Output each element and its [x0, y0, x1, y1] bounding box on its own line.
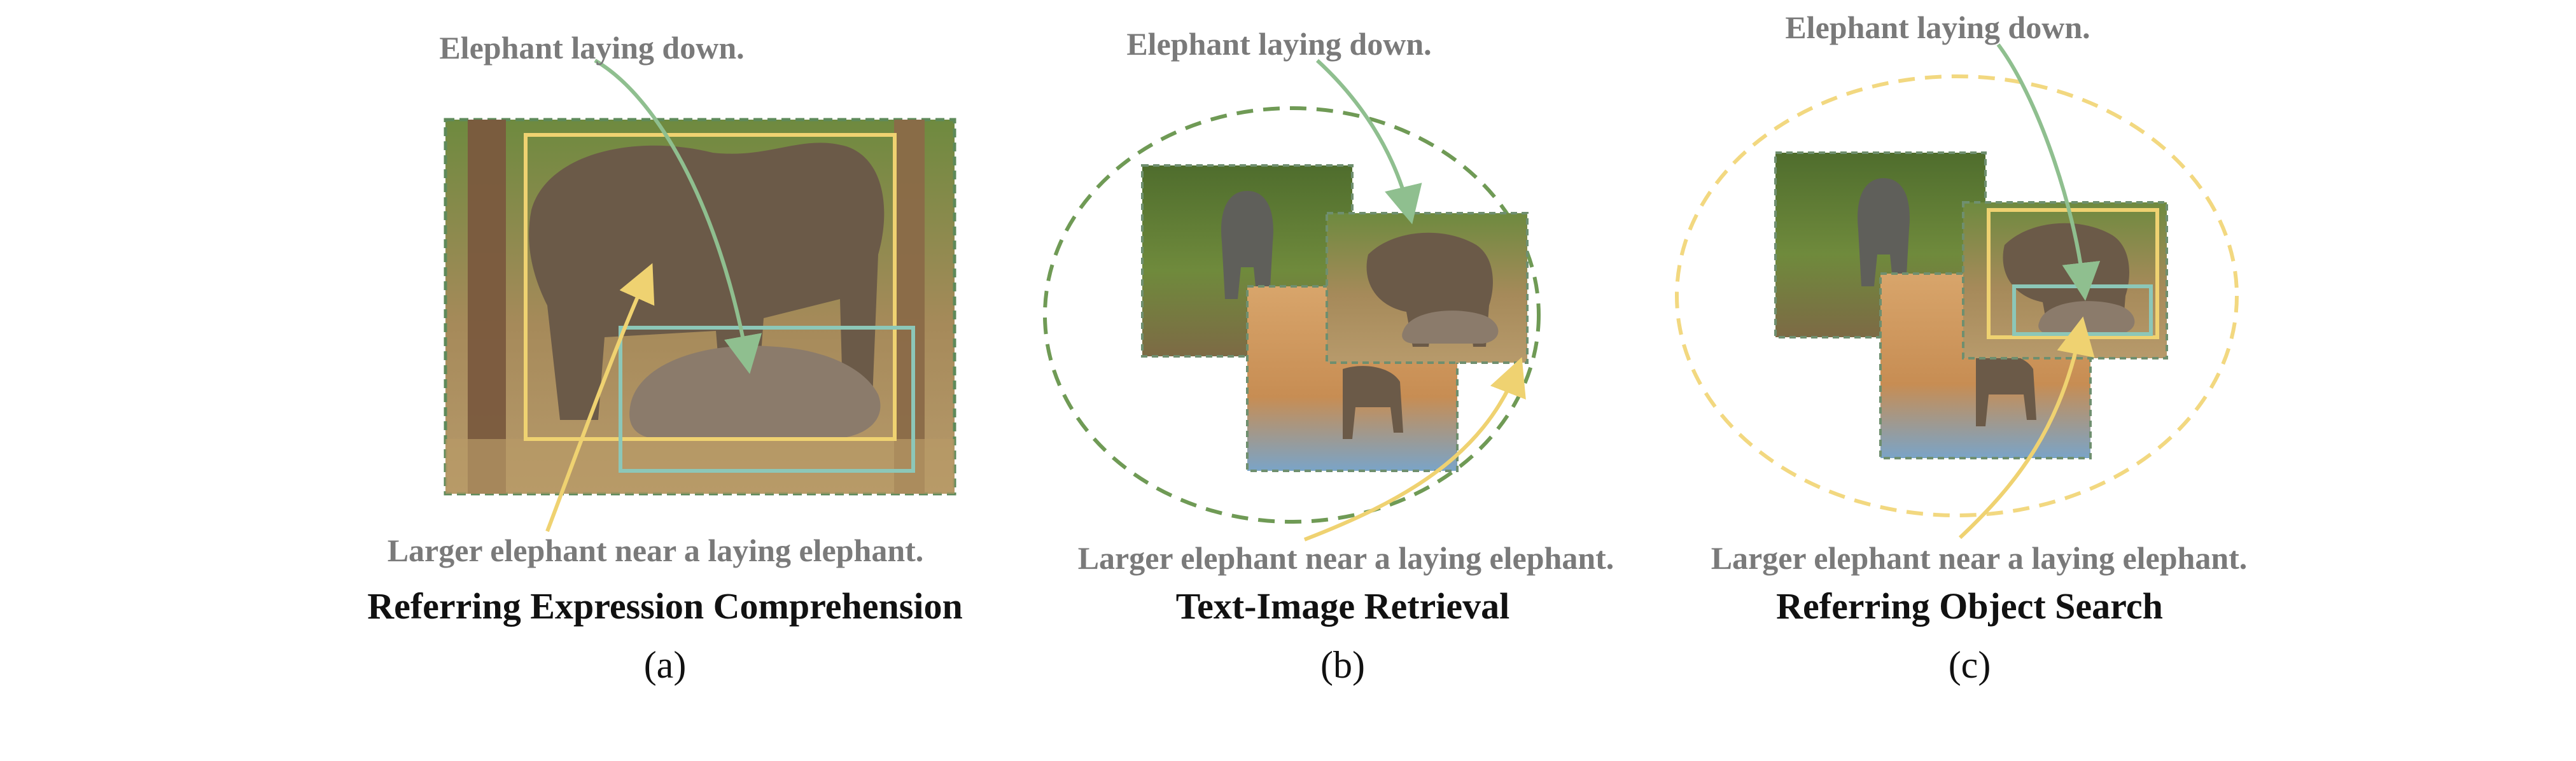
panel-c: Elephant laying down. Larger elephant ne… — [1675, 10, 2248, 686]
title-a: Referring Expression Comprehension — [367, 585, 963, 627]
arrow-a-bottom — [545, 263, 655, 533]
phrase-a-top: Elephant laying down. — [439, 30, 744, 66]
phrase-b-bottom: Larger elephant near a laying elephant. — [1078, 540, 1614, 576]
arrow-c-bottom — [1958, 316, 2095, 540]
phrase-a-bottom: Larger elephant near a laying elephant. — [388, 533, 924, 568]
label-b: (b) — [1320, 644, 1365, 686]
title-b: Text-Image Retrieval — [1176, 585, 1510, 627]
phrase-b-top: Elephant laying down. — [1126, 26, 1431, 62]
arrow-b-bottom — [1303, 357, 1526, 541]
search-space-ellipse — [1675, 74, 2239, 517]
arrow-b-top — [1315, 59, 1422, 225]
panel-b: Elephant laying down. Larger elephant ne… — [1043, 26, 1614, 686]
phrase-c-bottom: Larger elephant near a laying elephant. — [1711, 540, 2248, 576]
retrieval-pool-ellipse — [1043, 106, 1541, 524]
label-a: (a) — [644, 644, 687, 686]
photo-a — [444, 118, 956, 496]
phrase-c-top: Elephant laying down. — [1785, 10, 2090, 45]
arrow-c-top — [1996, 43, 2101, 301]
panel-a: Elephant laying down. Larger elephant ne… — [367, 30, 963, 686]
label-c: (c) — [1949, 644, 1991, 686]
arrow-a-top — [594, 59, 762, 374]
title-c: Referring Object Search — [1776, 585, 2163, 627]
photo-c-elephants — [1962, 201, 2168, 360]
photo-b-elephants — [1326, 212, 1529, 364]
